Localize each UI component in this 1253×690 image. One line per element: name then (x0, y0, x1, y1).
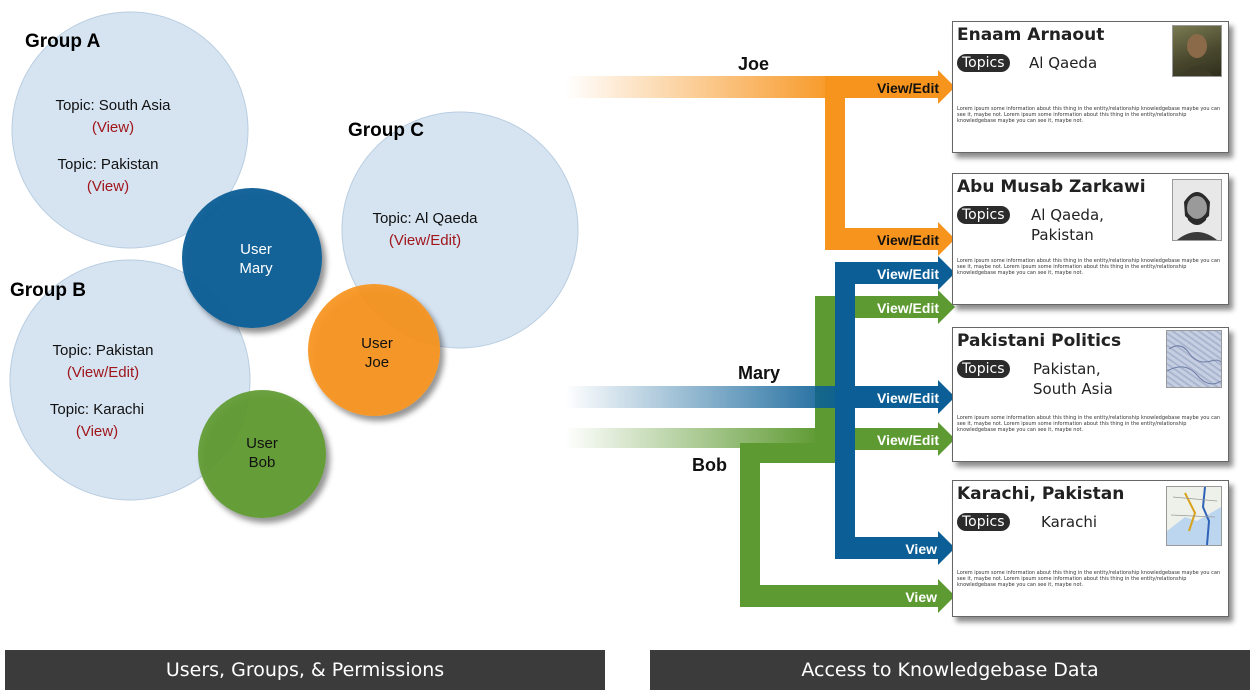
bob-arrow-3-label: View (905, 589, 937, 605)
mary-arrow-1-head (938, 256, 955, 290)
kb-card-abu-musab-zarkawi[interactable]: Abu Musab Zarkawi Topics Al Qaeda, Pakis… (952, 173, 1229, 305)
user-bob-label-2: Bob (249, 454, 276, 471)
joe-incoming-band (565, 76, 845, 98)
map-thumbnail-icon (1166, 330, 1223, 388)
card-topics: Pakistan, South Asia (1033, 360, 1113, 398)
user-mary-circle (182, 188, 322, 328)
group-a-title: Group A (25, 31, 101, 52)
card-description: Lorem ipsum some information about this … (957, 106, 1221, 124)
mary-incoming-band (565, 386, 855, 408)
group-a-perm-1: (View) (92, 119, 134, 136)
bob-arrow-1-label: View/Edit (877, 300, 939, 316)
group-b-title: Group B (10, 280, 86, 301)
user-bob-label-1: User (246, 435, 278, 452)
kb-card-pakistani-politics[interactable]: Pakistani Politics Topics Pakistan, Sout… (952, 327, 1229, 462)
group-b-circle (9, 259, 251, 501)
kb-card-enaam-arnaout[interactable]: Enaam Arnaout Topics Al Qaeda Lorem ipsu… (952, 21, 1229, 153)
topics-pill: Topics (957, 513, 1010, 531)
footer-users-groups-permissions: Users, Groups, & Permissions (5, 650, 605, 690)
group-a-perm-2: (View) (87, 178, 129, 195)
card-title: Karachi, Pakistan (957, 484, 1125, 504)
mary-flow-label: Mary (738, 363, 780, 383)
user-joe-circle (308, 284, 440, 416)
user-joe-label-2: Joe (365, 354, 389, 371)
user-mary-label-2: Mary (239, 260, 273, 277)
card-title: Abu Musab Zarkawi (957, 177, 1146, 197)
topics-pill: Topics (957, 54, 1010, 72)
card-description: Lorem ipsum some information about this … (957, 258, 1221, 276)
group-a-topic-1: Topic: South Asia (55, 97, 171, 114)
group-c-circle (341, 111, 579, 349)
card-description: Lorem ipsum some information about this … (957, 415, 1221, 433)
joe-arrow-2-label: View/Edit (877, 232, 939, 248)
topics-pill: Topics (957, 206, 1010, 224)
joe-arrow-2-head (938, 222, 955, 256)
portrait-photo-icon (1172, 179, 1222, 241)
card-topics: Karachi (1041, 513, 1098, 531)
user-joe-label-1: User (361, 335, 393, 352)
topics-pill: Topics (957, 360, 1010, 378)
group-c-perm-1: (View/Edit) (389, 232, 461, 249)
map-thumbnail-icon (1166, 486, 1222, 546)
footer-knowledgebase-access: Access to Knowledgebase Data (650, 650, 1250, 690)
bob-flow-label: Bob (692, 455, 727, 475)
bob-arrow-1-head (938, 290, 955, 324)
card-description: Lorem ipsum some information about this … (957, 570, 1221, 588)
joe-arrow-1-label: View/Edit (877, 80, 939, 96)
group-b-topic-2: Topic: Karachi (50, 401, 144, 418)
card-topics: Al Qaeda, Pakistan (1031, 206, 1104, 244)
group-b-perm-1: (View/Edit) (67, 364, 139, 381)
bob-arrow-2-label: View/Edit (877, 432, 939, 448)
mary-arrow-3-label: View (905, 541, 937, 557)
mary-arrow-3-head (938, 531, 955, 565)
card-topics: Al Qaeda (1029, 54, 1098, 72)
mary-arrow-2-head (938, 380, 955, 414)
mary-arrow-1-label: View/Edit (877, 266, 939, 282)
bob-flow (565, 290, 955, 613)
group-b-perm-2: (View) (76, 423, 118, 440)
joe-flow (565, 70, 955, 256)
group-a-topic-2: Topic: Pakistan (58, 156, 159, 173)
bob-arrow-2-head (938, 422, 955, 456)
joe-arrow-1-head (938, 70, 955, 104)
card-title: Pakistani Politics (957, 331, 1122, 351)
kb-card-karachi-pakistan[interactable]: Karachi, Pakistan Topics Karachi Lorem i… (952, 480, 1229, 617)
mary-flow (565, 256, 955, 565)
joe-flow-label: Joe (738, 54, 769, 74)
portrait-photo-icon (1172, 25, 1222, 77)
group-b-topic-1: Topic: Pakistan (53, 342, 154, 359)
user-bob-circle (198, 390, 326, 518)
mary-arrow-2-label: View/Edit (877, 390, 939, 406)
group-c-topic-1: Topic: Al Qaeda (372, 210, 478, 227)
bob-arrow-3-head (938, 579, 955, 613)
group-c-title: Group C (348, 120, 424, 141)
user-mary-label-1: User (240, 241, 272, 258)
group-a-circle (11, 11, 249, 249)
card-title: Enaam Arnaout (957, 25, 1105, 45)
